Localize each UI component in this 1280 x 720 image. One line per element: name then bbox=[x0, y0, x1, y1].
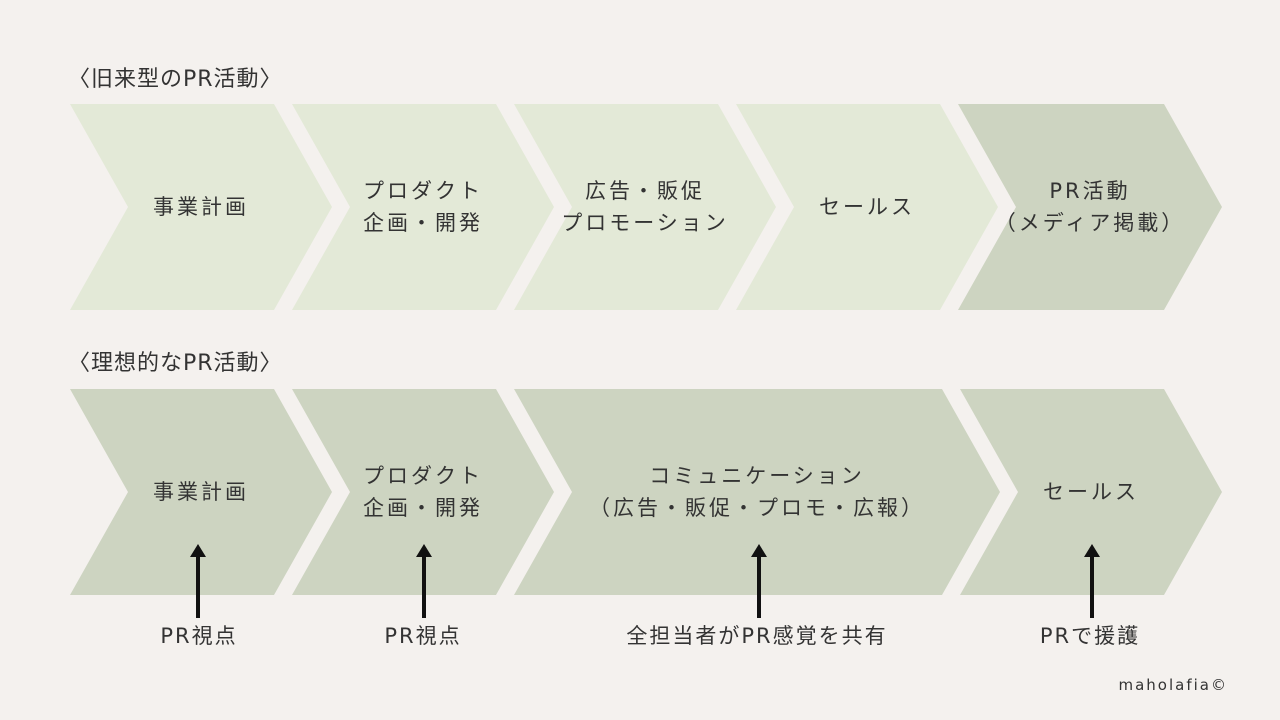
arrow-up-icon bbox=[416, 544, 432, 618]
step-label-line: （メディア掲載） bbox=[994, 211, 1186, 235]
step-label-line: セールス bbox=[819, 195, 915, 219]
credit-watermark: maholafia© bbox=[1118, 676, 1228, 694]
step-label-line: 企画・開発 bbox=[363, 211, 483, 235]
chevron-shape bbox=[960, 389, 1222, 595]
old-step-advertising-promotion: 広告・販促 プロモーション bbox=[514, 104, 776, 310]
step-label-line: 事業計画 bbox=[153, 480, 249, 504]
note-pr-perspective: PR視点 bbox=[160, 624, 238, 648]
step-label-line: プロモーション bbox=[561, 211, 729, 235]
chevron-shape bbox=[292, 389, 554, 595]
step-label-line: コミュニケーション bbox=[649, 464, 865, 488]
note-pr-perspective: PR視点 bbox=[384, 624, 462, 648]
step-label-line: プロダクト bbox=[363, 179, 483, 203]
chevron-shape bbox=[514, 389, 1000, 595]
section-title-old-pr: 〈旧来型のPR活動〉 bbox=[68, 67, 283, 92]
note-shared-pr-sense: 全担当者がPR感覚を共有 bbox=[626, 624, 888, 648]
chevron-shape bbox=[514, 104, 776, 310]
ideal-step-sales: セールス bbox=[960, 389, 1222, 595]
old-step-pr-activity: PR活動 （メディア掲載） bbox=[958, 104, 1222, 310]
step-label-line: プロダクト bbox=[363, 464, 483, 488]
arrow-up-icon bbox=[1084, 544, 1100, 618]
ideal-step-product-planning: プロダクト 企画・開発 bbox=[292, 389, 554, 595]
note-pr-support: PRで援護 bbox=[1039, 624, 1141, 648]
old-step-product-planning: プロダクト 企画・開発 bbox=[292, 104, 554, 310]
step-label-line: PR活動 bbox=[1049, 179, 1131, 203]
chevron-shape bbox=[70, 389, 332, 595]
step-label-line: 事業計画 bbox=[153, 195, 249, 219]
step-label-line: 広告・販促 bbox=[585, 179, 705, 203]
chevron-shape bbox=[958, 104, 1222, 310]
chevron-shape bbox=[70, 104, 332, 310]
old-step-business-plan: 事業計画 bbox=[70, 104, 332, 310]
step-label-line: （広告・販促・プロモ・広報） bbox=[589, 496, 925, 520]
step-label-line: 企画・開発 bbox=[363, 496, 483, 520]
section-title-ideal-pr: 〈理想的なPR活動〉 bbox=[68, 351, 283, 376]
ideal-step-communication: コミュニケーション （広告・販促・プロモ・広報） bbox=[514, 389, 1000, 595]
chevron-shape bbox=[292, 104, 554, 310]
chevron-shape bbox=[736, 104, 998, 310]
step-label-line: セールス bbox=[1043, 480, 1139, 504]
old-step-sales: セールス bbox=[736, 104, 998, 310]
ideal-step-business-plan: 事業計画 bbox=[70, 389, 332, 595]
arrow-up-icon bbox=[190, 544, 206, 618]
arrow-up-icon bbox=[751, 544, 767, 618]
